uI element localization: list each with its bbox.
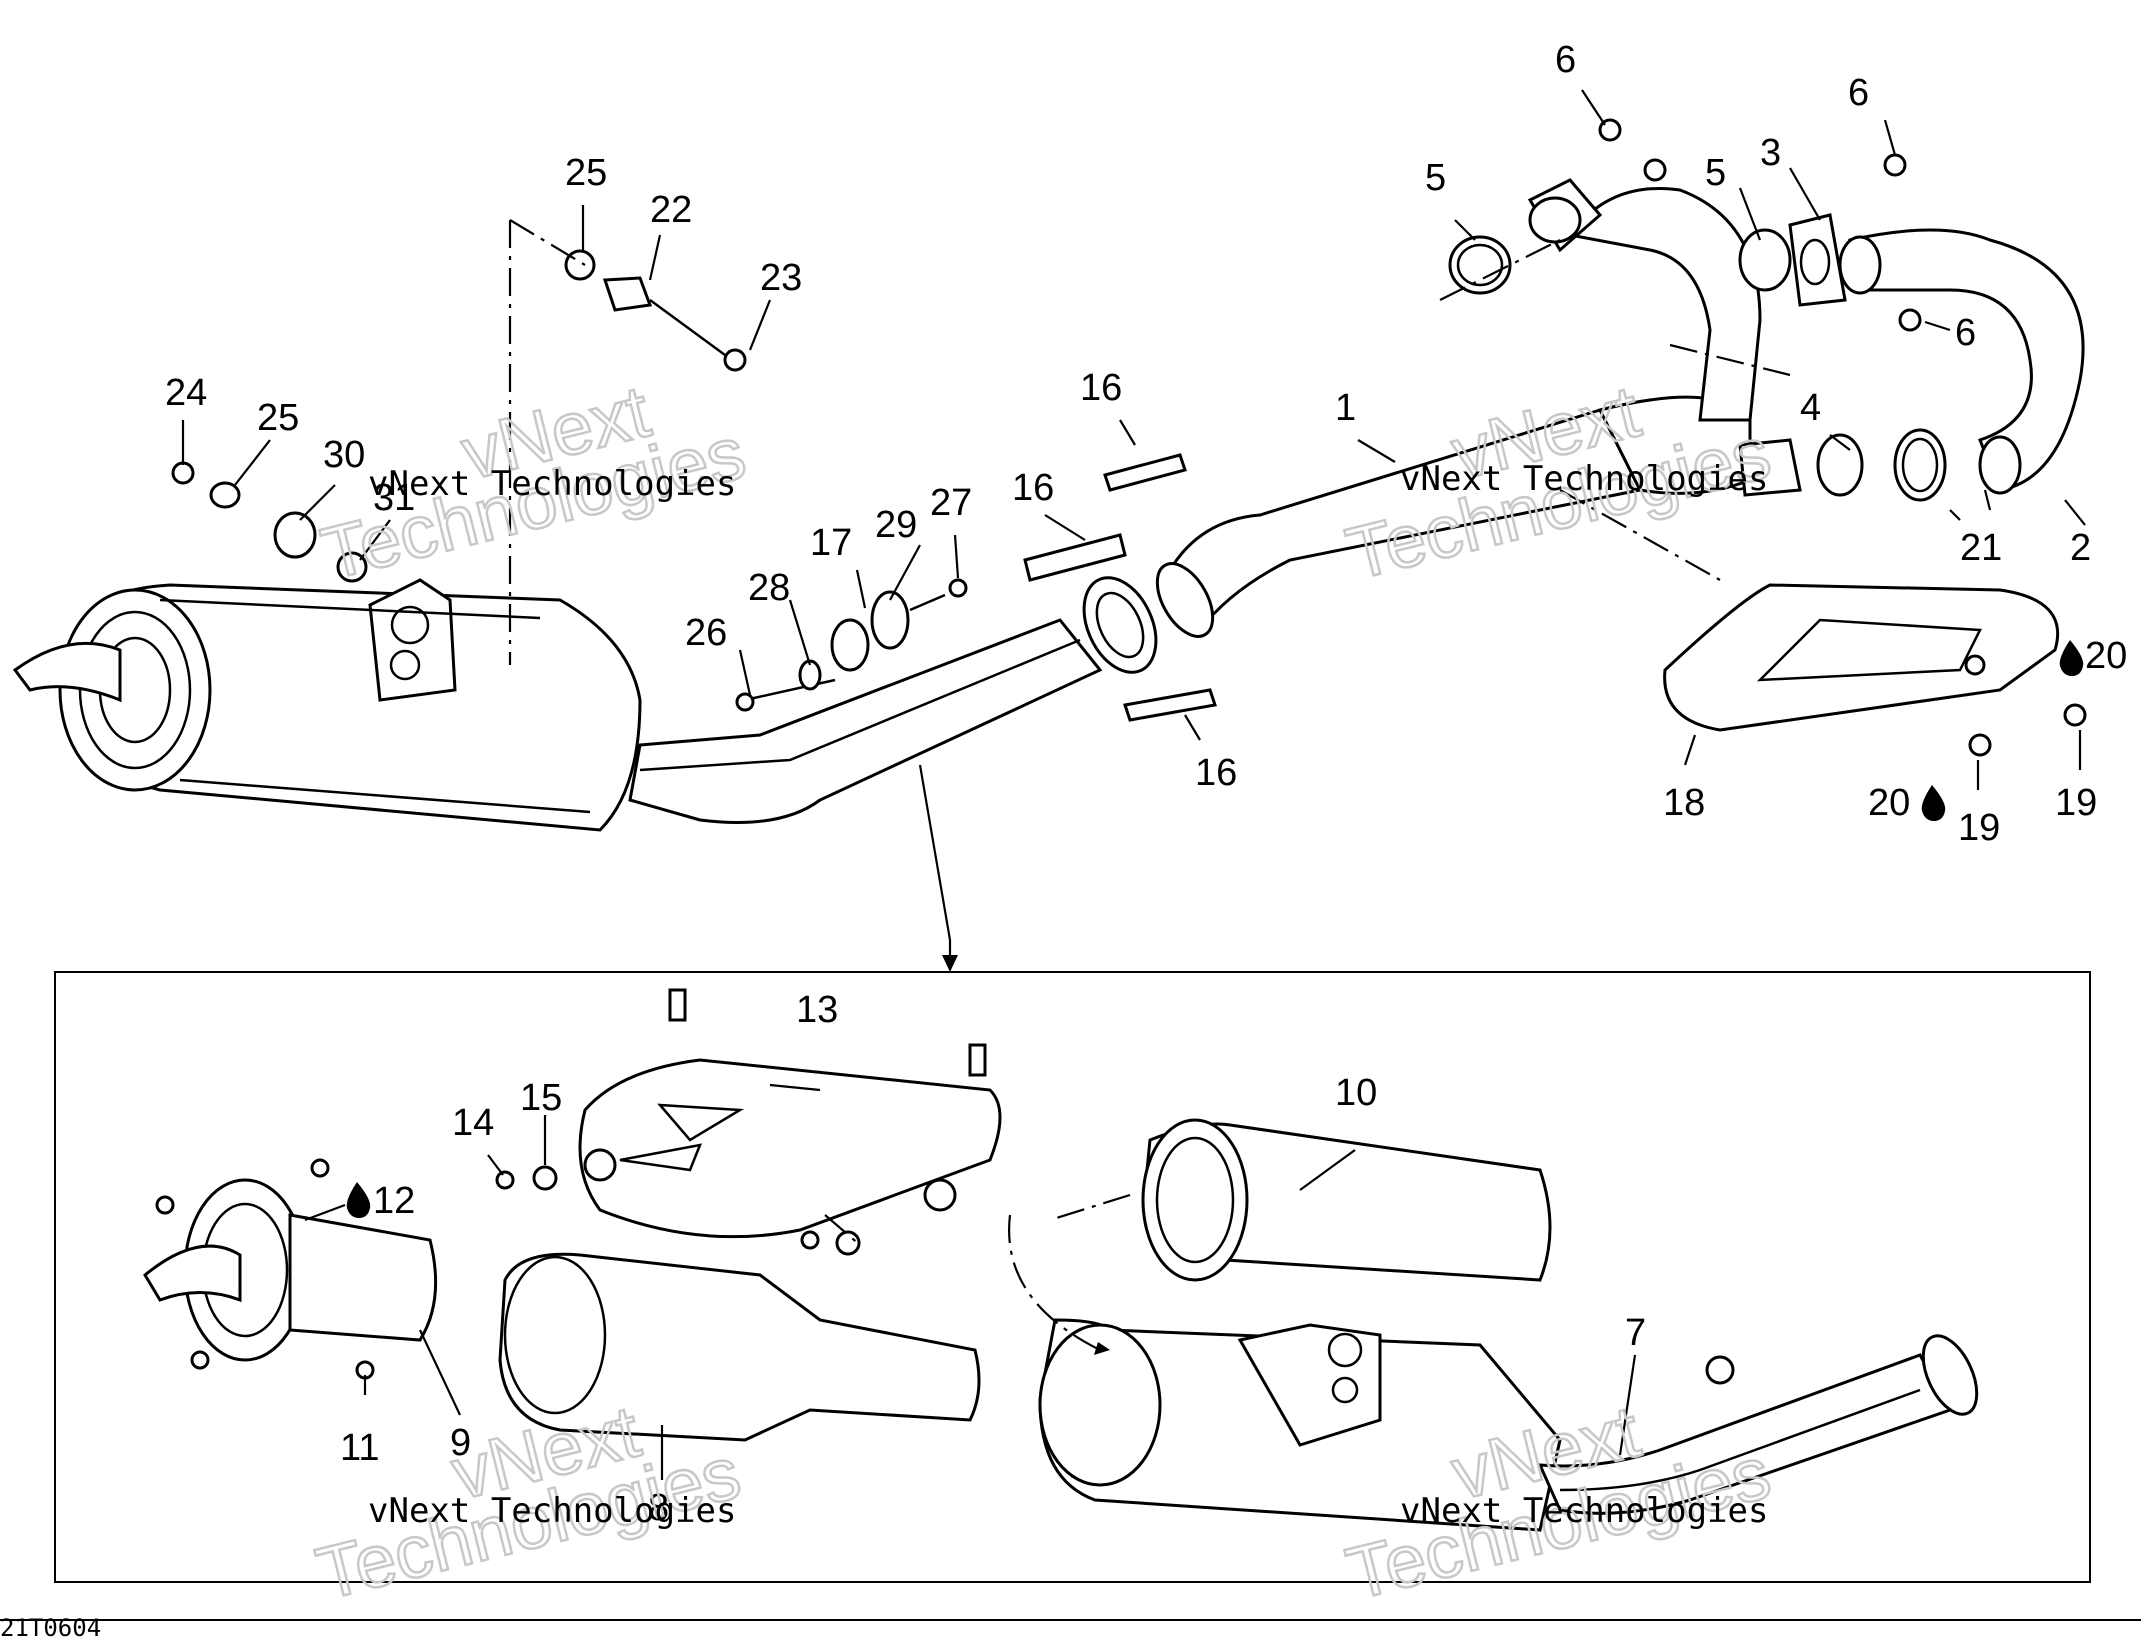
detail-arrow: [918, 764, 958, 972]
callout-6c: 6: [1955, 312, 1976, 354]
callout-28: 28: [748, 567, 790, 609]
packing-detail: [1141, 1118, 1552, 1282]
callout-20a-group: 20: [1868, 782, 1946, 824]
callout-6a: 6: [1555, 39, 1576, 81]
callout-labels: 1 2 3 4 5 5 6 6 6 7 8 9 10 11 12 13 14 1…: [165, 39, 2127, 1529]
gaskets-and-flanges: [1448, 118, 1922, 332]
callout-2: 2: [2070, 527, 2091, 569]
callout-16a: 16: [1080, 367, 1122, 409]
small-hardware: [171, 249, 968, 712]
end-cap-detail: [143, 1158, 438, 1380]
watermark-text: vNext Technologies: [1400, 459, 1768, 499]
drop-icon: [346, 1182, 371, 1218]
watermark-top-left: vNext Technologies vNext Technologies: [313, 368, 755, 597]
inner-tube-detail: [498, 1252, 981, 1442]
callout-5b: 5: [1705, 152, 1726, 194]
callout-9: 9: [450, 1422, 471, 1464]
callout-25a: 25: [565, 152, 607, 194]
drawing-code: 21T0604: [0, 1614, 101, 1638]
callout-19a: 19: [1958, 807, 2000, 849]
muffler-assembly-main: [12, 578, 642, 832]
callout-10: 10: [1335, 1072, 1377, 1114]
callout-30: 30: [323, 434, 365, 476]
callout-20b-group: 20: [2059, 635, 2127, 677]
callout-22: 22: [650, 189, 692, 231]
callout-12: 12: [373, 1180, 415, 1222]
callout-14: 14: [452, 1102, 494, 1144]
header-pipe: [1527, 178, 2085, 495]
callout-16b: 16: [1012, 467, 1054, 509]
callout-8: 8: [648, 1487, 669, 1529]
heat-shield-upper: [1663, 583, 2087, 757]
callout-29: 29: [875, 504, 917, 546]
callout-24: 24: [165, 372, 207, 414]
callout-16c: 16: [1195, 752, 1237, 794]
detail-box: [54, 971, 2091, 1583]
callout-18: 18: [1663, 782, 1705, 824]
heat-shield-detail: [495, 988, 1002, 1256]
callout-25b: 25: [257, 397, 299, 439]
callout-15: 15: [520, 1077, 562, 1119]
callout-19b: 19: [2055, 782, 2097, 824]
springs: [1023, 453, 1217, 722]
callout-4: 4: [1800, 387, 1821, 429]
leader-lines: [181, 89, 2086, 1480]
assembly-lines-lower: [824, 1193, 1131, 1355]
assembly-lines-upper: [508, 219, 1791, 665]
callout-13: 13: [796, 989, 838, 1031]
callout-21: 21: [1960, 527, 2002, 569]
watermark-text: vNext Technologies: [1400, 1491, 1768, 1531]
callout-20b: 20: [2085, 635, 2127, 677]
sleeve-and-clamp: [1738, 428, 1947, 502]
callout-1: 1: [1335, 387, 1356, 429]
callout-11: 11: [340, 1427, 379, 1469]
watermark-text: vNext Technologies: [368, 1491, 736, 1531]
watermark-text: vNext Technologies: [368, 464, 736, 504]
callout-6b: 6: [1848, 72, 1869, 114]
callout-27: 27: [930, 482, 972, 524]
callout-17: 17: [810, 522, 852, 564]
callout-5a: 5: [1425, 157, 1446, 199]
callout-7: 7: [1625, 1312, 1646, 1354]
muffler-detail: [1038, 1318, 1979, 1532]
callout-23: 23: [760, 257, 802, 299]
callout-12-group: 12: [346, 1180, 415, 1222]
drop-icon: [2059, 640, 2084, 676]
callout-3: 3: [1760, 132, 1781, 174]
drop-icon: [1921, 785, 1946, 821]
exhaust-pipe-rear: [628, 576, 1158, 824]
callout-26: 26: [685, 612, 727, 654]
callout-31: 31: [373, 477, 415, 519]
callout-20a: 20: [1868, 782, 1910, 824]
